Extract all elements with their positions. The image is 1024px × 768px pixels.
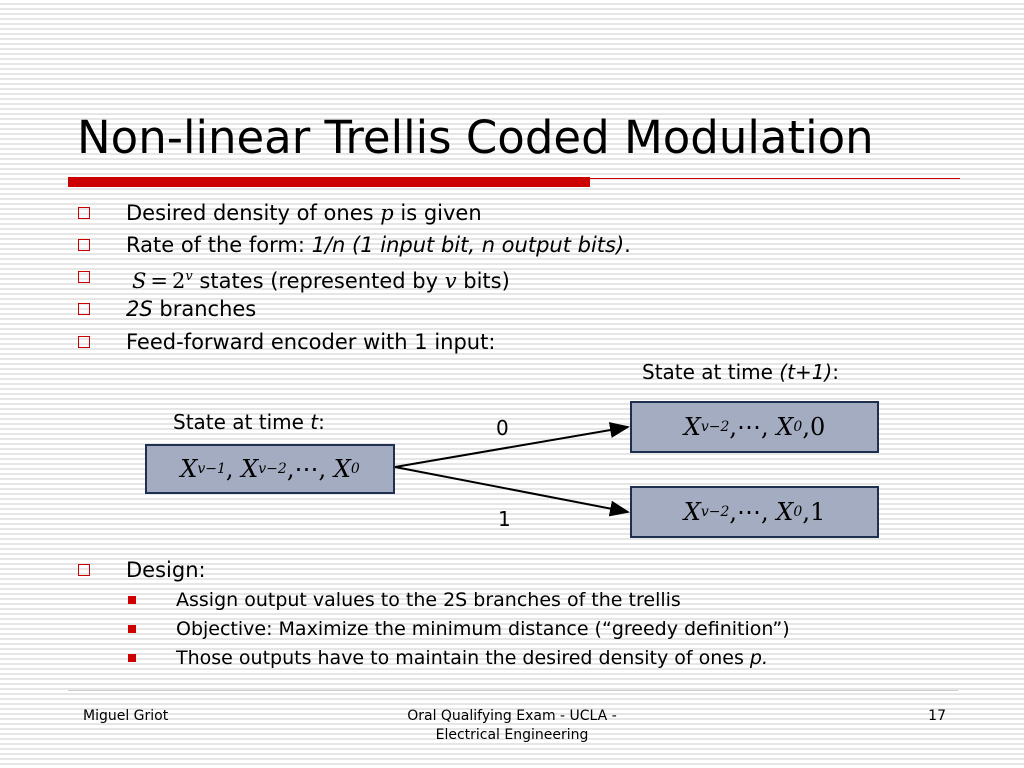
sub-bullet-square-icon — [128, 596, 136, 604]
branch-arrow-1 — [394, 466, 630, 517]
sub-bullet-square-icon — [128, 625, 136, 633]
bullet-text: Feed-forward encoder with 1 input: — [126, 330, 496, 354]
sub-bullet-text: Assign output values to the 2S branches … — [176, 589, 681, 611]
state-t-label: State at time t: — [173, 410, 325, 434]
page-number: 17 — [928, 708, 946, 724]
states-formula: S=2v — [132, 269, 193, 293]
bullet-text: Desired density of ones — [126, 201, 381, 225]
bullet-text: bits) — [456, 269, 510, 293]
bullet-square-icon — [78, 271, 90, 283]
bullet-text: . — [624, 233, 631, 257]
bullet-text: is given — [393, 201, 482, 225]
bullet-square-icon — [78, 239, 90, 251]
bullet-text: Design: — [126, 558, 206, 582]
bullet-square-icon — [78, 207, 90, 219]
branch-label-0: 0 — [496, 416, 509, 440]
sub-bullet-text: Objective: Maximize the minimum distance… — [176, 618, 790, 640]
bullet-square-icon — [78, 303, 90, 315]
bullet-text: Rate of the form: — [126, 233, 312, 257]
bullet-italic: v — [444, 269, 457, 293]
slide-title: Non-linear Trellis Coded Modulation — [77, 111, 874, 164]
footer-author: Miguel Griot — [83, 708, 169, 724]
title-rule-thick — [68, 177, 590, 187]
bullet-square-icon — [78, 336, 90, 348]
bullet-italic: 2S — [126, 297, 153, 321]
bullet-text: branches — [152, 297, 257, 321]
state-t1-label: State at time (t+1): — [642, 360, 839, 384]
branch-arrow-0 — [394, 422, 630, 468]
title-rule-thin — [590, 178, 960, 179]
bullet-italic: 1/n (1 input bit, n output bits) — [311, 233, 625, 257]
branch-label-1: 1 — [498, 507, 511, 531]
sub-bullet-italic: p. — [749, 647, 768, 669]
bullet-text: states (represented by — [192, 269, 445, 293]
bullet-square-icon — [78, 564, 90, 576]
footer-rule — [68, 690, 958, 691]
bullet-italic: p — [380, 201, 394, 225]
sub-bullet-text: Those outputs have to maintain the desir… — [176, 647, 750, 669]
sub-bullet-square-icon — [128, 654, 136, 662]
footer-center: Oral Qualifying Exam - UCLA - Electrical… — [407, 708, 617, 743]
